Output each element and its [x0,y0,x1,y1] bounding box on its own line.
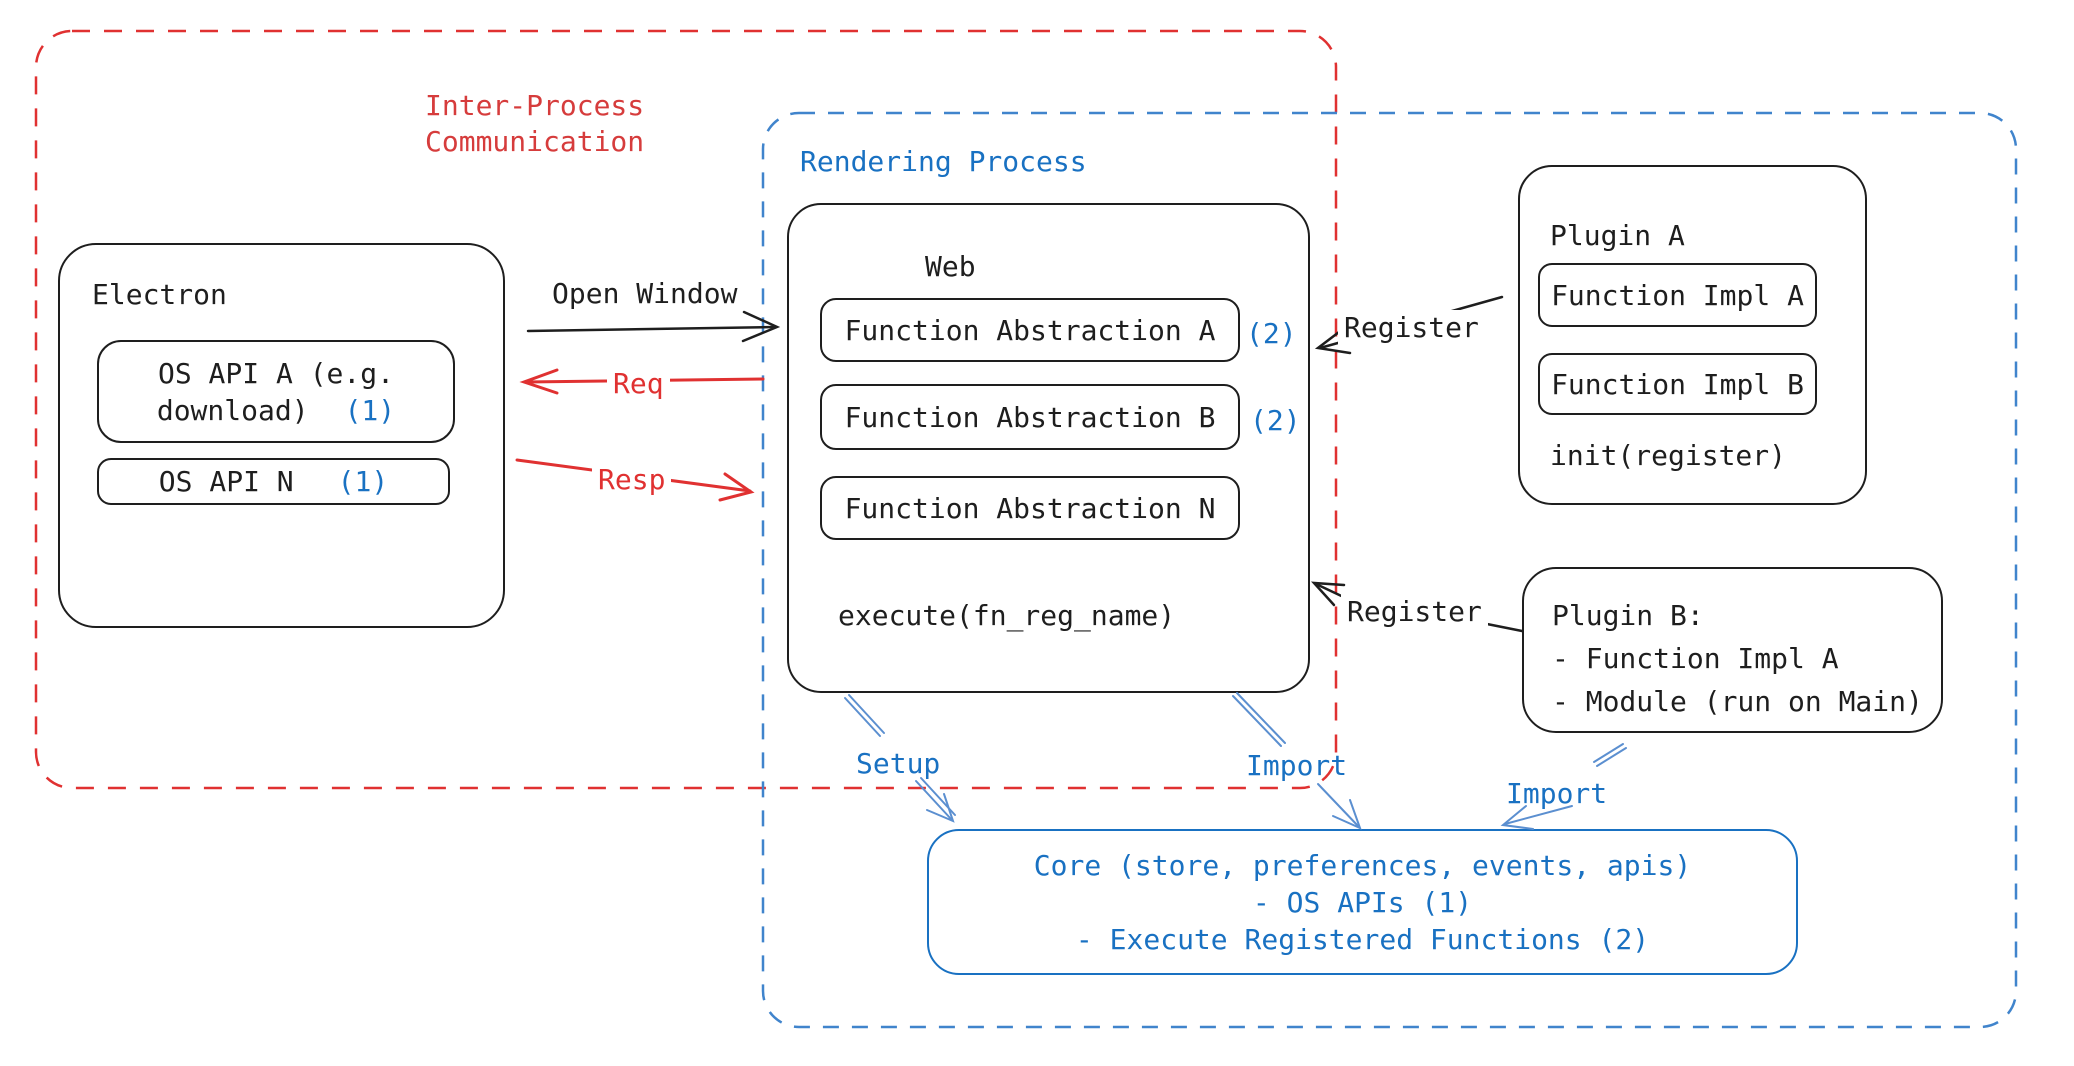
open-window-arrow [526,310,781,343]
function-abstraction-a-label: Function Abstraction A [844,313,1216,347]
function-abstraction-n-box: Function Abstraction N [820,476,1240,540]
register-plugin-a-label: Register [1338,310,1485,346]
function-impl-b-label: Function Impl B [1551,367,1804,401]
os-api-n-label: OS API N [158,465,294,498]
core-line-2: - OS APIs (1) [1252,885,1473,919]
function-abstraction-b-badge: (2) [1250,404,1301,437]
function-abstraction-a-badge: (2) [1246,317,1297,350]
import-plugin-b-label: Import [1506,777,1608,810]
register-plugin-b-label: Register [1341,594,1488,630]
os-api-n-box: OS API N (1) [97,458,450,505]
os-api-a-badge: (1) [344,393,396,427]
web-title: Web [925,250,976,283]
os-api-a-box: OS API A (e.g. download) (1) [97,340,455,443]
function-impl-b-box: Function Impl B [1538,353,1817,415]
plugin-b-item-2: - Module (run on Main) [1552,685,1923,718]
setup-label: Setup [856,747,941,780]
function-impl-a-box: Function Impl A [1538,263,1817,327]
import-web-label: Import [1246,749,1348,782]
plugin-b-item-1: - Function Impl A [1552,642,1839,675]
rendering-group-label: Rendering Process [800,145,1087,178]
os-api-a-line2: download) [156,393,309,427]
plugin-a-title: Plugin A [1550,219,1685,252]
electron-title: Electron [92,278,227,311]
core-box: Core (store, preferences, events, apis) … [927,829,1798,975]
plugin-a-init-method: init(register) [1550,439,1787,472]
open-window-label: Open Window [552,277,738,310]
ipc-group-label: Inter-Process Communication [425,89,645,158]
os-api-n-badge: (1) [337,465,389,498]
core-line-3: - Execute Registered Functions (2) [1075,922,1650,956]
function-abstraction-b-box: Function Abstraction B [820,384,1240,450]
function-abstraction-n-label: Function Abstraction N [844,491,1216,525]
plugin-b-title: Plugin B: [1552,599,1704,632]
function-abstraction-a-box: Function Abstraction A [820,298,1240,362]
req-label: Req [607,366,670,402]
function-impl-a-label: Function Impl A [1551,278,1804,312]
os-api-a-line1: OS API A (e.g. [157,356,394,390]
resp-label: Resp [592,462,672,498]
web-execute-method: execute(fn_reg_name) [838,599,1176,632]
core-line-1: Core (store, preferences, events, apis) [1033,848,1692,882]
function-abstraction-b-label: Function Abstraction B [844,400,1216,434]
